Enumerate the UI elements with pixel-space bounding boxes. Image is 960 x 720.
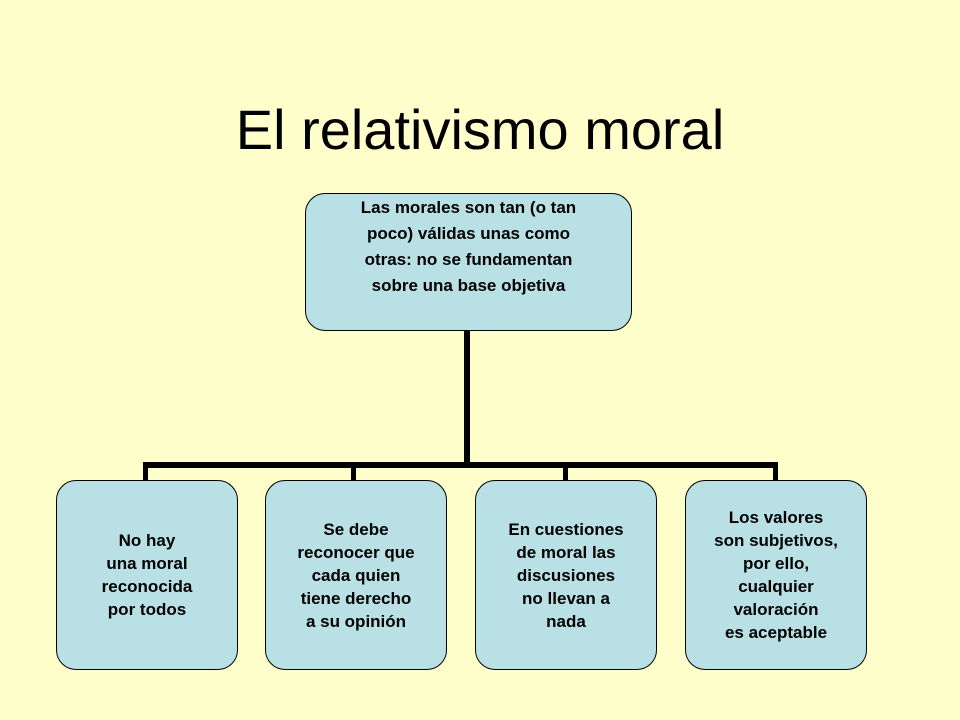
child-node-text: En cuestiones de moral las discusiones n…: [508, 519, 624, 631]
child-node-3: En cuestiones de moral las discusiones n…: [475, 480, 657, 670]
connector-child-3: [563, 462, 568, 480]
connector-root-vertical: [464, 331, 470, 467]
child-node-1: No hay una moral reconocida por todos: [56, 480, 238, 670]
connector-child-4: [773, 462, 778, 480]
root-node: Las morales son tan (o tan poco) válidas…: [305, 193, 632, 331]
child-node-4: Los valores son subjetivos, por ello, cu…: [685, 480, 867, 670]
slide-title: El relativismo moral: [235, 98, 725, 161]
child-node-text: No hay una moral reconocida por todos: [101, 531, 193, 619]
root-node-text: Las morales son tan (o tan poco) válidas…: [360, 198, 577, 295]
child-node-2: Se debe reconocer que cada quien tiene d…: [265, 480, 447, 670]
child-node-text: Se debe reconocer que cada quien tiene d…: [297, 519, 415, 631]
child-node-text: Los valores son subjetivos, por ello, cu…: [714, 508, 838, 642]
connector-child-2: [351, 462, 356, 480]
connector-horizontal-bar: [143, 462, 778, 468]
connector-child-1: [143, 462, 148, 480]
